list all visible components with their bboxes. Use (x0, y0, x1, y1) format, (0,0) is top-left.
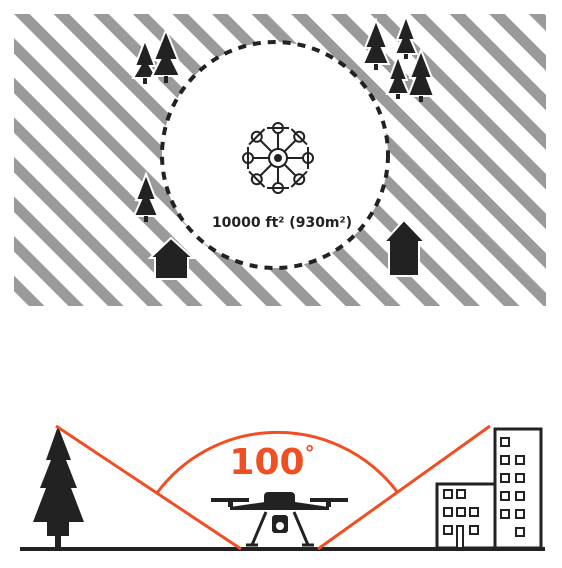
fov-left-ray (55, 424, 242, 551)
house-icon (147, 236, 196, 280)
tree-icon (393, 13, 419, 59)
fov-angle-label: 100° (229, 441, 314, 483)
tree-icon (132, 171, 160, 222)
field-of-view-panel: 100° (20, 424, 545, 551)
building-icon (435, 427, 543, 550)
area-label: 10000 ft² (930m²) (212, 215, 352, 231)
fov-right-ray (317, 424, 491, 551)
coverage-panel: 10000 ft² (930m²) (14, 13, 546, 306)
tree-icon (150, 27, 182, 83)
tree-icon (406, 47, 436, 102)
fov-arc (155, 430, 400, 494)
drone-octocopter-icon (242, 122, 314, 194)
tree-icon (131, 37, 159, 84)
tree-icon (33, 426, 84, 548)
field-of-view-cone (55, 424, 491, 551)
drone-side-view-icon (211, 492, 348, 547)
tree-icon (385, 53, 411, 99)
house-icon (381, 218, 428, 277)
tree-icon (361, 17, 391, 70)
